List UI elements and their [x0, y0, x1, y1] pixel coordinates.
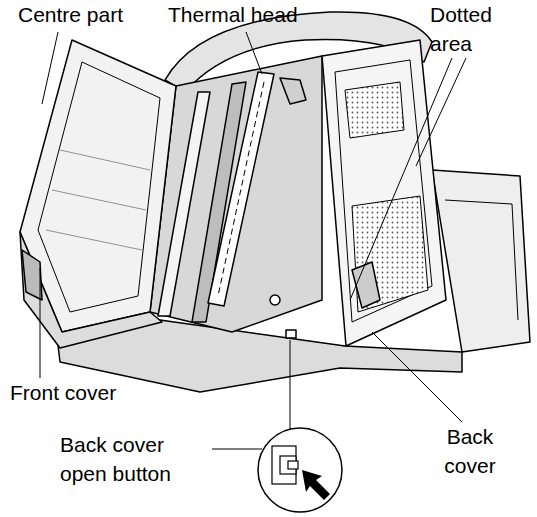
fax-body [20, 12, 530, 392]
label-slot: Thermal head [168, 0, 328, 29]
part-label: Dotted area [430, 0, 502, 58]
part-label: Back cover [434, 422, 506, 480]
label-slot: Back cover [434, 422, 506, 480]
label-slot: Dotted area [430, 0, 502, 58]
part-label: Back cover open button [60, 430, 210, 488]
label-slot: Front cover [10, 378, 160, 407]
part-label: Thermal head [168, 0, 328, 29]
part-label: Front cover [10, 378, 160, 407]
label-slot: Back cover open button [60, 430, 210, 488]
button-inset [258, 428, 342, 512]
label-slot: Centre part [18, 0, 158, 29]
part-label: Centre part [18, 0, 158, 29]
